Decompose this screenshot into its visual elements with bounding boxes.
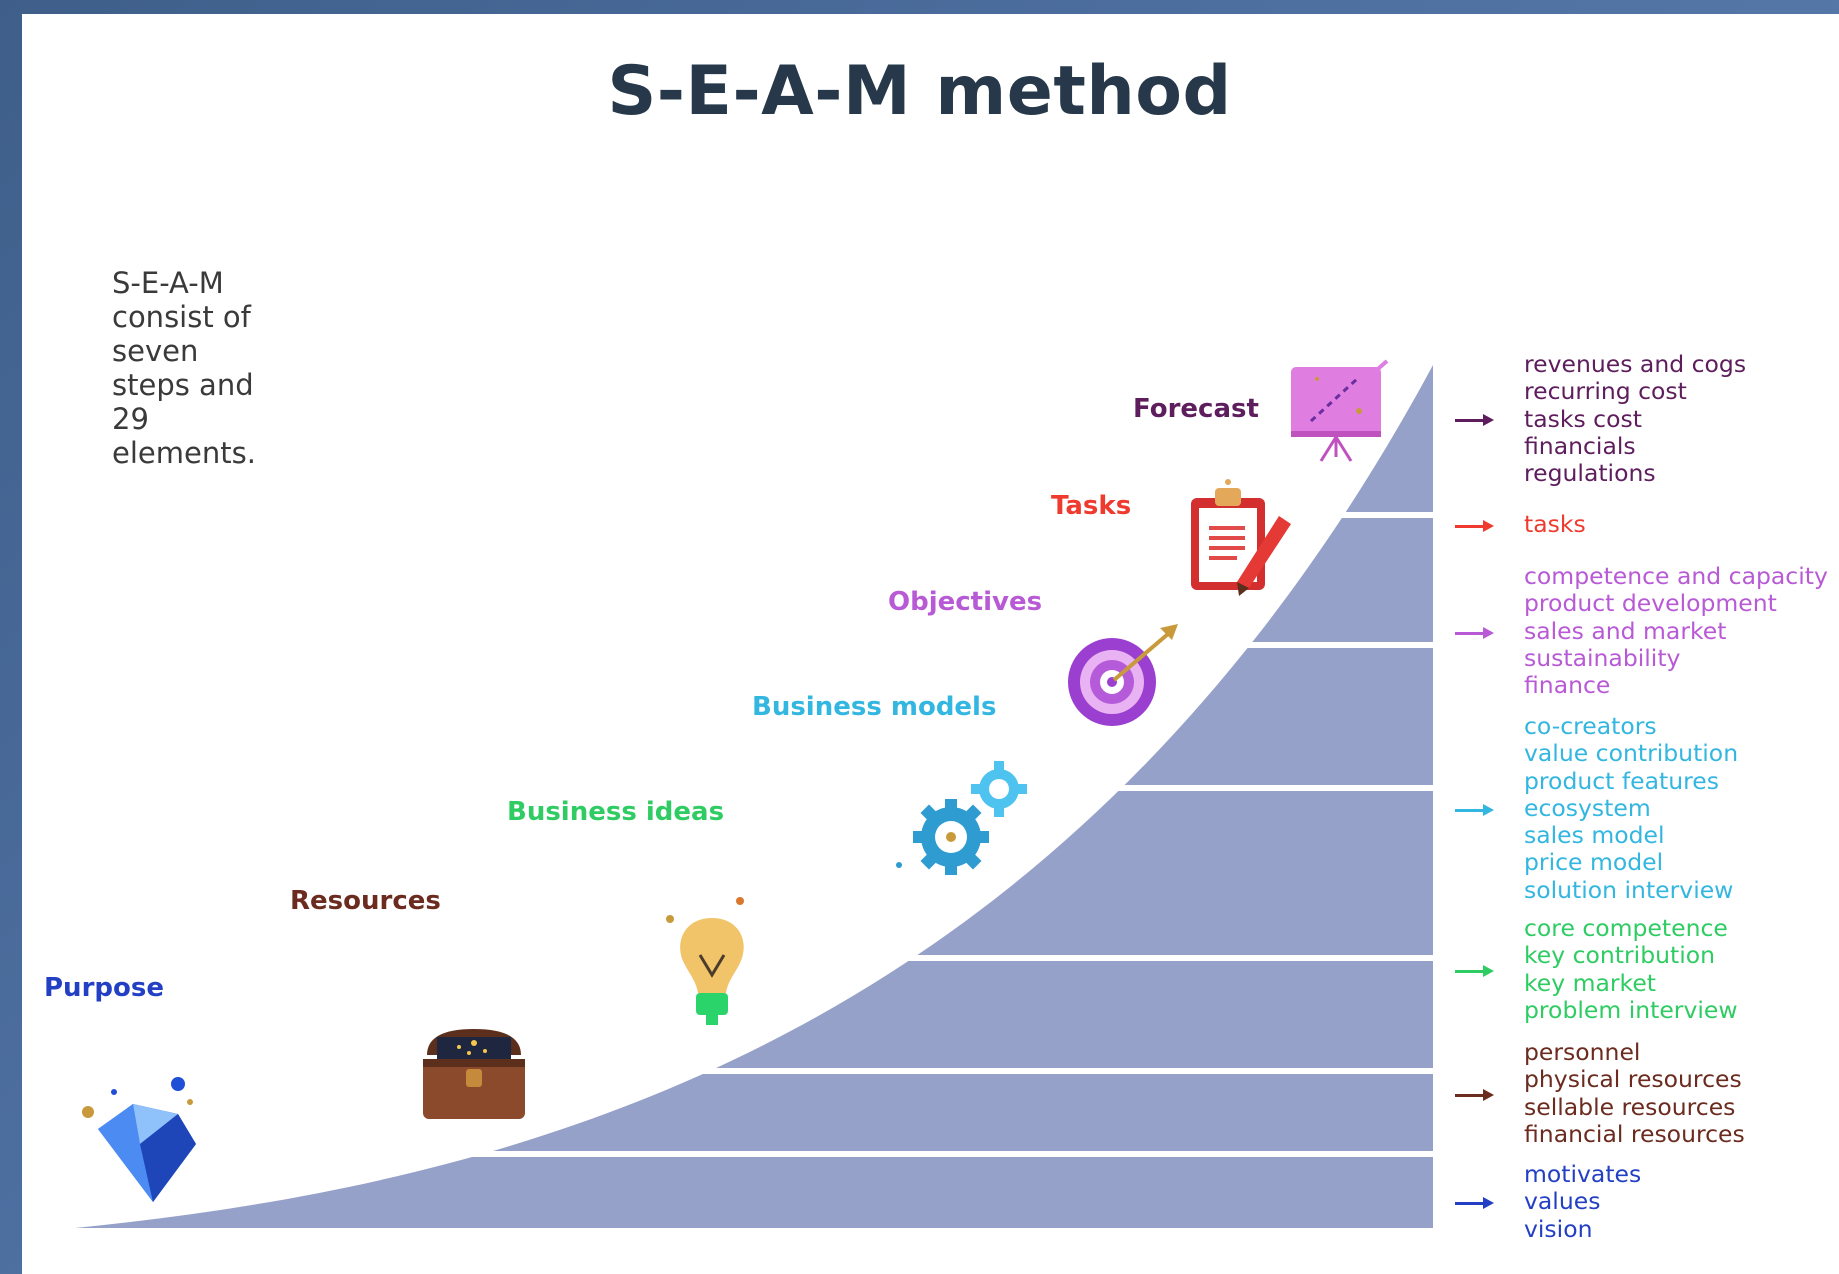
elements-list-business-ideas: core competence key contribution key mar…: [1524, 914, 1738, 1024]
arrow-shaft: [1455, 1202, 1485, 1205]
arrow-shaft: [1455, 809, 1485, 812]
list-item: co-creators: [1524, 712, 1657, 740]
list-item: recurring cost: [1524, 377, 1687, 406]
list-item: motivates: [1524, 1160, 1642, 1188]
step-label-tasks: Tasks: [1051, 491, 1132, 521]
arrow-head: [1483, 414, 1494, 426]
arrow-business-models: [1455, 803, 1495, 817]
arrow-head: [1483, 627, 1494, 639]
arrow-head: [1483, 1089, 1494, 1101]
arrow-shaft: [1455, 632, 1485, 635]
list-item: product development: [1524, 589, 1777, 618]
list-item: value contribution: [1524, 739, 1739, 768]
list-item: sustainability: [1524, 643, 1681, 672]
list-item: revenues and cogs: [1524, 350, 1747, 378]
arrow-head: [1483, 804, 1494, 816]
elements-list-business-models: co-creators value contribution product f…: [1524, 712, 1739, 904]
list-item: personnel: [1524, 1038, 1641, 1066]
elements-list-purpose: motivates values vision: [1524, 1160, 1642, 1243]
arrow-objectives: [1455, 626, 1495, 640]
list-item: financials: [1524, 431, 1636, 460]
arrow-head: [1483, 520, 1494, 532]
list-item: problem interview: [1524, 995, 1738, 1024]
clipboard-icon: [1191, 479, 1291, 596]
list-item: key market: [1524, 968, 1657, 997]
subtitle: S-E-A-M consist of seven steps and 29 el…: [112, 266, 256, 470]
arrow-shaft: [1455, 419, 1485, 422]
arrow-head: [1483, 1197, 1494, 1209]
list-item: sellable resources: [1524, 1092, 1736, 1121]
elements-list-tasks: tasks: [1524, 510, 1586, 538]
list-item: regulations: [1524, 459, 1656, 488]
treasure-chest-icon: [423, 1029, 525, 1119]
elements-list-forecast: revenues and cogs recurring cost tasks c…: [1524, 350, 1747, 488]
list-item: finance: [1524, 671, 1611, 700]
arrow-tasks: [1455, 519, 1495, 533]
page-title: S-E-A-M method: [607, 52, 1232, 131]
list-item: price model: [1524, 848, 1664, 877]
step-label-purpose: Purpose: [44, 973, 164, 1003]
list-item: physical resources: [1524, 1065, 1742, 1094]
list-item: solution interview: [1524, 875, 1734, 904]
arrow-business-ideas: [1455, 964, 1495, 978]
gem-icon: [82, 1077, 196, 1202]
list-item: values: [1524, 1187, 1601, 1216]
list-item: product features: [1524, 766, 1719, 795]
elements-list-objectives: competence and capacity product developm…: [1524, 562, 1828, 700]
list-item: vision: [1524, 1214, 1593, 1243]
arrow-forecast: [1455, 413, 1495, 427]
presentation-board-icon: [1291, 359, 1389, 462]
step-label-business-ideas: Business ideas: [507, 797, 725, 827]
arrow-shaft: [1455, 970, 1485, 973]
list-item: financial resources: [1524, 1119, 1745, 1148]
list-item: sales and market: [1524, 616, 1727, 645]
arrow-resources: [1455, 1088, 1495, 1102]
lightbulb-icon: [666, 897, 744, 1025]
list-item: tasks cost: [1524, 404, 1642, 433]
step-label-objectives: Objectives: [888, 587, 1043, 617]
list-item: core competence: [1524, 914, 1728, 942]
arrow-shaft: [1455, 1094, 1485, 1097]
arrow-head: [1483, 965, 1494, 977]
gears-icon: [896, 761, 1027, 875]
list-item: sales model: [1524, 821, 1665, 850]
list-item: key contribution: [1524, 941, 1716, 970]
list-item: ecosystem: [1524, 793, 1651, 822]
elements-list-resources: personnel physical resources sellable re…: [1524, 1038, 1745, 1148]
step-label-business-models: Business models: [752, 692, 997, 722]
arrow-shaft: [1455, 525, 1485, 528]
target-icon: [1068, 624, 1178, 726]
list-item: tasks: [1524, 510, 1586, 538]
list-item: competence and capacity: [1524, 562, 1828, 590]
arrow-purpose: [1455, 1196, 1495, 1210]
step-label-resources: Resources: [290, 886, 441, 916]
step-label-forecast: Forecast: [1133, 394, 1259, 424]
